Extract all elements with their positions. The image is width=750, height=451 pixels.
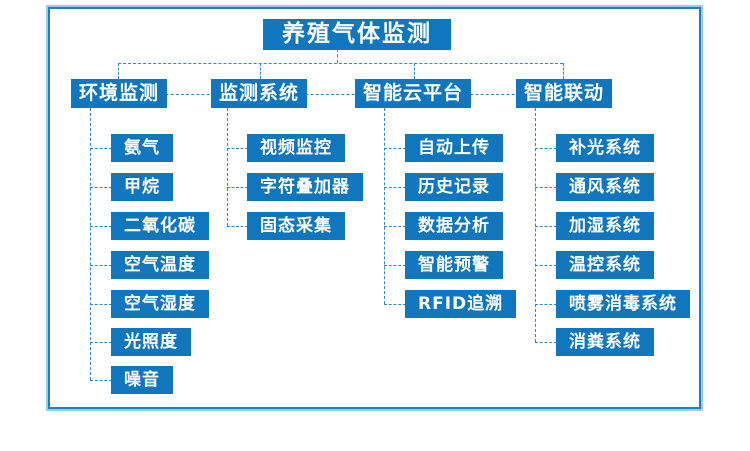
category-node-monitoring-system: 监测系统 (211, 79, 308, 108)
connector-stub (90, 304, 112, 305)
leaf-node: 视频监控 (247, 134, 345, 162)
leaf-node: 噪音 (111, 366, 173, 394)
connector-stub (384, 148, 406, 149)
leaf-node: 空气温度 (111, 251, 209, 279)
root-node: 养殖气体监测 (263, 19, 451, 50)
leaf-node: 智能预警 (405, 251, 503, 279)
connector-stub (90, 226, 112, 227)
connector-drop-col4 (563, 63, 564, 79)
leaf-node: 空气湿度 (111, 290, 209, 318)
diagram-border-frame (48, 7, 701, 409)
connector-stub (227, 226, 248, 227)
leaf-node: RFID追溯 (405, 290, 517, 318)
connector-stub (90, 148, 112, 149)
connector-stub (227, 187, 248, 188)
connector-stub (535, 226, 557, 227)
connector-spine-col4 (535, 108, 536, 342)
leaf-node: 固态采集 (247, 212, 345, 240)
category-node-environment-monitoring: 环境监测 (71, 79, 168, 108)
leaf-node: 数据分析 (405, 212, 503, 240)
leaf-node: 氨气 (111, 134, 173, 162)
connector-drop-col1 (118, 63, 119, 79)
connector-stub (384, 304, 406, 305)
connector-stub (384, 187, 406, 188)
connector-cat-gap-2 (295, 94, 365, 95)
leaf-node: 加湿系统 (556, 212, 654, 240)
leaf-node: 补光系统 (556, 134, 654, 162)
connector-stub (535, 265, 557, 266)
leaf-node: 自动上传 (405, 134, 503, 162)
connector-spine-col1 (90, 108, 91, 380)
connector-stub (384, 226, 406, 227)
category-node-cloud-platform: 智能云平台 (355, 79, 472, 108)
connector-stub (535, 187, 557, 188)
connector-spine-col2 (227, 108, 228, 226)
leaf-node: 温控系统 (556, 251, 654, 279)
category-node-smart-linkage: 智能联动 (516, 79, 613, 108)
leaf-node: 二氧化碳 (111, 212, 209, 240)
leaf-node: 历史记录 (405, 173, 503, 201)
connector-trunk (118, 63, 563, 64)
connector-title-riser (337, 49, 338, 63)
connector-stub (535, 148, 557, 149)
leaf-node: 喷雾消毒系统 (556, 290, 690, 318)
connector-stub (90, 380, 112, 381)
leaf-node: 甲烷 (111, 173, 173, 201)
connector-stub (227, 148, 248, 149)
leaf-node: 光照度 (111, 328, 191, 356)
connector-stub (90, 265, 112, 266)
leaf-node: 字符叠加器 (247, 173, 363, 201)
connector-stub (90, 187, 112, 188)
connector-spine-col3 (384, 108, 385, 304)
connector-stub (535, 304, 557, 305)
connector-stub (384, 265, 406, 266)
connector-stub (90, 342, 112, 343)
connector-stub (535, 342, 557, 343)
connector-drop-col2 (260, 63, 261, 79)
leaf-node: 通风系统 (556, 173, 654, 201)
connector-cat-gap-3 (460, 94, 525, 95)
connector-drop-col3 (414, 63, 415, 79)
leaf-node: 消粪系统 (556, 328, 654, 356)
connector-cat-gap-1 (150, 94, 220, 95)
